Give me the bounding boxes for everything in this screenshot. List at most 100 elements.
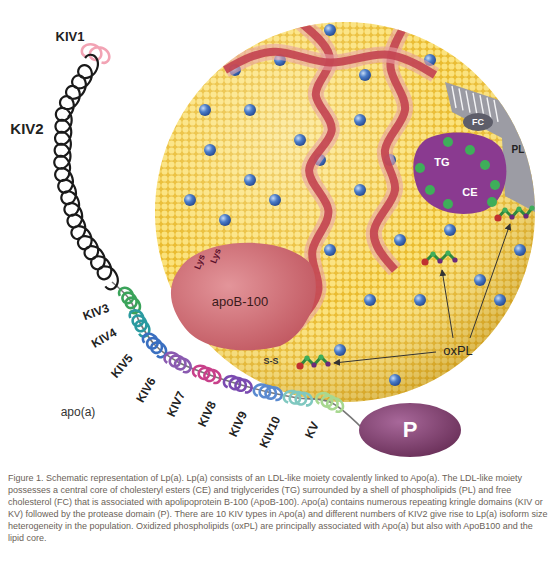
cholesterol-dot — [364, 294, 376, 306]
cholesterol-dot — [434, 384, 446, 396]
molecule-atom — [296, 362, 303, 369]
kringle-label: KIV10 — [258, 414, 283, 449]
cholesterol-dot — [204, 144, 216, 156]
triglyceride-dot — [487, 197, 497, 207]
molecule-atom — [494, 214, 501, 221]
lipid-label: PL — [512, 145, 525, 155]
kringle-label: KIV2 — [10, 121, 43, 136]
cholesterol-dot — [294, 134, 306, 146]
cholesterol-dot — [244, 104, 256, 116]
kringle-domain — [130, 310, 150, 336]
phospholipid-tail — [459, 88, 463, 110]
sphere-shading — [155, 22, 535, 402]
phospholipid-tail — [452, 86, 456, 108]
molecule-atom — [502, 207, 507, 212]
triglyceride-dot — [465, 145, 475, 155]
cholesterol-dot — [414, 294, 426, 306]
protease-domain: P — [358, 402, 462, 458]
triglyceride-dot — [490, 180, 500, 190]
kringle-label: KIV1 — [56, 30, 85, 43]
molecule-atom — [523, 213, 528, 218]
cholesterol-dot — [354, 114, 366, 126]
kringle-label: KIV7 — [165, 389, 187, 418]
molecule-atom — [311, 362, 316, 367]
oxpl-molecule — [494, 205, 534, 221]
molecule-atom — [304, 355, 309, 360]
kringle-domain — [224, 376, 252, 392]
molecule-atom — [516, 206, 521, 211]
lipid-core — [413, 133, 506, 214]
kringle-domain — [254, 385, 282, 400]
molecule-atom — [325, 361, 330, 366]
molecule-atom — [421, 258, 428, 265]
triglyceride-dot — [480, 160, 490, 170]
kringle-domain — [316, 393, 343, 412]
protein-name: apo(a) — [61, 406, 96, 418]
node-outline — [359, 403, 461, 457]
triglyceride-dot — [425, 185, 435, 195]
kringle-label: KIV3 — [81, 302, 110, 322]
kringle-domain — [165, 353, 191, 373]
phospholipid-tail — [494, 100, 498, 122]
molecule-atom — [445, 250, 450, 255]
kringle-domain — [284, 391, 312, 405]
cholesterol-dot — [199, 104, 211, 116]
oxpl-arrow — [470, 224, 510, 338]
oxpl-arrow — [442, 270, 453, 338]
cholesterol-dot — [359, 69, 371, 81]
figure-caption: Figure 1. Schematic representation of Lp… — [8, 472, 551, 544]
free-cholesterol-patch — [463, 113, 493, 131]
kringle-label: KIV4 — [89, 326, 118, 350]
cholesterol-dot — [244, 174, 256, 186]
molecule-atom — [452, 257, 457, 262]
phospholipid-tail — [473, 93, 477, 115]
cholesterol-dot — [269, 194, 281, 206]
molecule-atom — [509, 214, 514, 219]
linker-chain — [112, 282, 362, 428]
kringle-kiv2-repeats — [54, 55, 118, 290]
molecule-atom — [529, 205, 534, 210]
cholesterol-dot — [324, 24, 336, 36]
bond-label: S-S — [263, 357, 278, 366]
molecule-chain — [498, 208, 532, 218]
apob-region: apoB-100 — [160, 238, 320, 350]
cholesterol-dot — [474, 274, 486, 286]
oxpl-molecule — [421, 250, 457, 265]
cholesterol-dot — [334, 344, 346, 356]
lipid-label: CE — [462, 187, 477, 198]
cholesterol-dot — [184, 194, 196, 206]
cholesterol-dot — [514, 244, 526, 256]
triglyceride-dot — [443, 137, 453, 147]
triglyceride-dot — [415, 163, 425, 173]
kringle-label: KIV8 — [196, 399, 218, 428]
kringle-kiv1 — [82, 44, 109, 63]
triglyceride-dot — [443, 199, 453, 209]
kringle-domain — [143, 334, 166, 357]
kringle-label: KIV9 — [227, 409, 249, 438]
apob-ribbon — [225, 52, 435, 75]
cholesterol-dot — [219, 214, 231, 226]
molecule-atom — [437, 258, 442, 263]
cholesterol-dot — [444, 224, 456, 236]
molecule-atom — [318, 354, 323, 359]
oxpl-arrow — [334, 352, 436, 363]
kringle-label: KIV6 — [134, 375, 158, 404]
molecule-atom — [430, 251, 435, 256]
oxpl-molecule — [296, 354, 330, 369]
cholesterol-dot — [394, 234, 406, 246]
lipid-label: TG — [434, 157, 449, 168]
lipid-label: FC — [472, 118, 484, 127]
lipid-sphere — [155, 22, 535, 402]
cholesterol-dot — [389, 374, 401, 386]
kringle-label: KV — [303, 420, 321, 440]
node-label: P — [403, 418, 418, 442]
ribbon-shadow — [225, 52, 435, 75]
cholesterol-dot — [354, 184, 366, 196]
core-cutaway — [413, 82, 535, 214]
kringle-label: KIV5 — [109, 352, 135, 380]
phospholipid-tail — [466, 91, 470, 113]
node-label: apoB-100 — [212, 295, 268, 309]
cholesterol-dot — [494, 294, 506, 306]
kringle-domain — [193, 366, 220, 383]
